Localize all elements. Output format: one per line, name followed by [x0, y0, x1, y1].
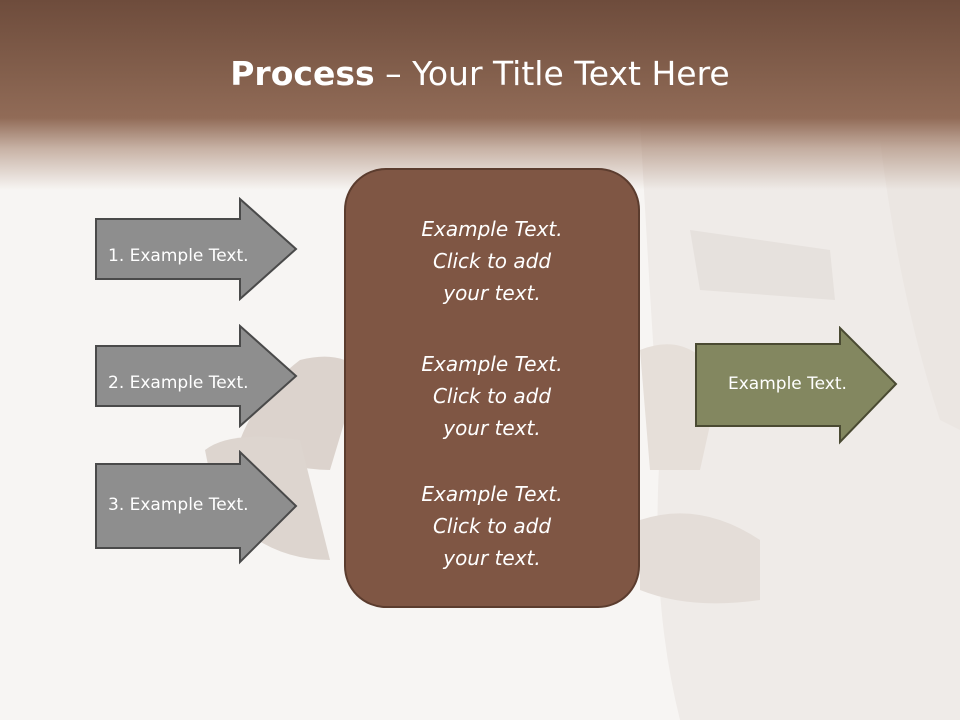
left-arrow-1[interactable] [94, 197, 300, 301]
center-block-3-line-1: Example Text. [421, 482, 563, 506]
left-arrow-3-label: 3. Example Text. [108, 495, 249, 515]
title-bold: Process [230, 54, 375, 93]
right-arrow-label: Example Text. [728, 374, 847, 394]
slide-title: Process – Your Title Text Here [0, 54, 960, 93]
center-text-block-3: Example Text. Click to add your text. [344, 478, 640, 574]
right-arrow[interactable] [694, 326, 900, 446]
center-block-1-line-2: Click to add [432, 249, 552, 273]
center-block-3-line-3: your text. [443, 546, 541, 570]
center-block-2-line-1: Example Text. [421, 352, 563, 376]
left-arrow-2-label: 2. Example Text. [108, 373, 249, 393]
left-arrow-2[interactable] [94, 324, 300, 428]
center-content-box[interactable] [344, 168, 640, 608]
center-text-block-1: Example Text. Click to add your text. [344, 213, 640, 309]
header-band [0, 0, 960, 190]
title-rest: – Your Title Text Here [374, 54, 730, 93]
left-arrow-1-label: 1. Example Text. [108, 246, 249, 266]
center-block-1-line-1: Example Text. [421, 217, 563, 241]
center-block-1-line-3: your text. [443, 281, 541, 305]
center-block-3-line-2: Click to add [432, 514, 552, 538]
center-block-2-line-3: your text. [443, 416, 541, 440]
left-arrow-3[interactable] [94, 450, 300, 566]
center-text-block-2: Example Text. Click to add your text. [344, 348, 640, 444]
center-block-2-line-2: Click to add [432, 384, 552, 408]
